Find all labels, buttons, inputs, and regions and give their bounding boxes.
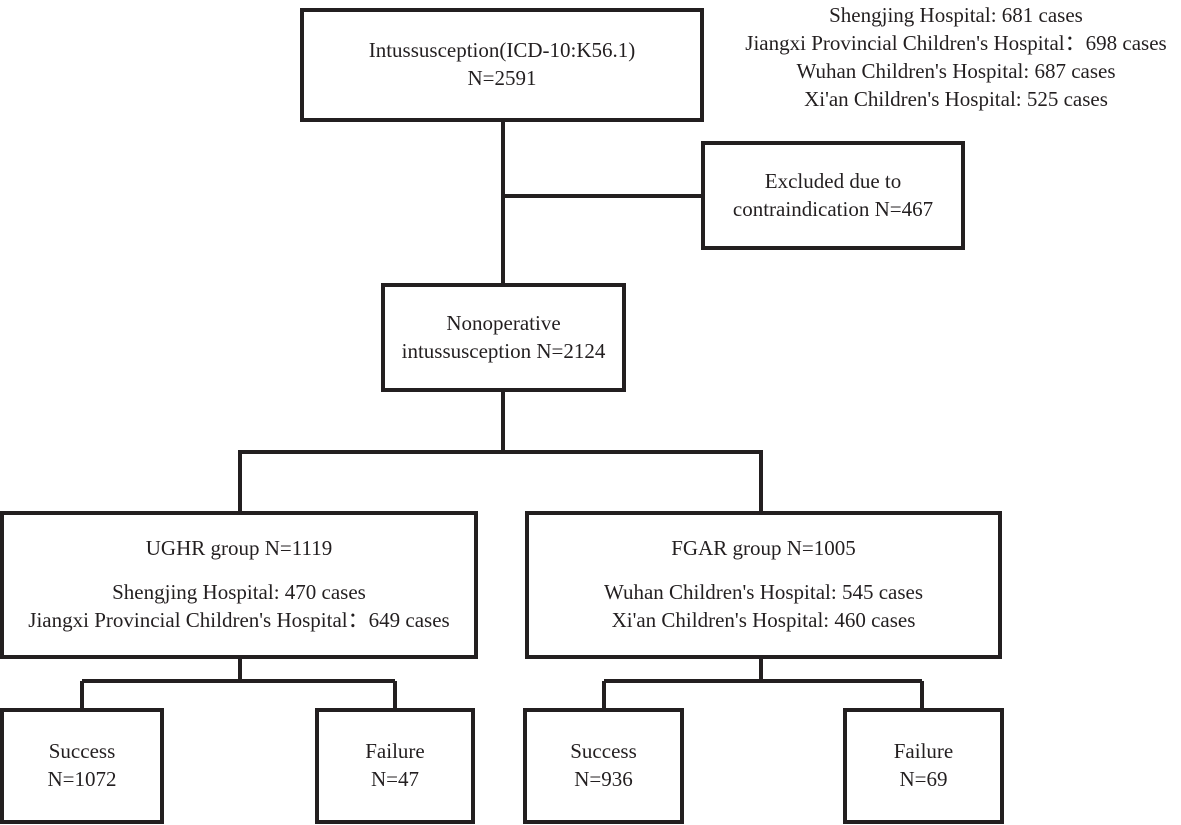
box-group [0,8,1004,824]
fgar-failure-box-outline [843,708,1004,824]
legend-line-wuhan: Wuhan Children's Hospital: 687 cases [796,58,1116,83]
legend-line-shengjing: Shengjing Hospital: 681 cases [829,3,1083,27]
enrolled-box-outline [300,8,704,122]
legend-line-jiangxi: Jiangxi Provincial Children's Hospital：6… [745,30,1167,55]
connector-group [80,120,924,710]
total-cohort-hospital-breakdown: Shengjing Hospital: 681 cases Jiangxi Pr… [731,2,1181,114]
nonoperative-box-outline [381,283,626,392]
excluded-box-outline [701,141,965,250]
fgar-success-box-outline [523,708,684,824]
fgar-group-box-outline [525,511,1002,659]
ughr-failure-box-outline [315,708,475,824]
legend-line-xian: Xi'an Children's Hospital: 525 cases [804,86,1108,111]
ughr-group-box-outline [0,511,478,659]
ughr-success-box-outline [0,708,164,824]
